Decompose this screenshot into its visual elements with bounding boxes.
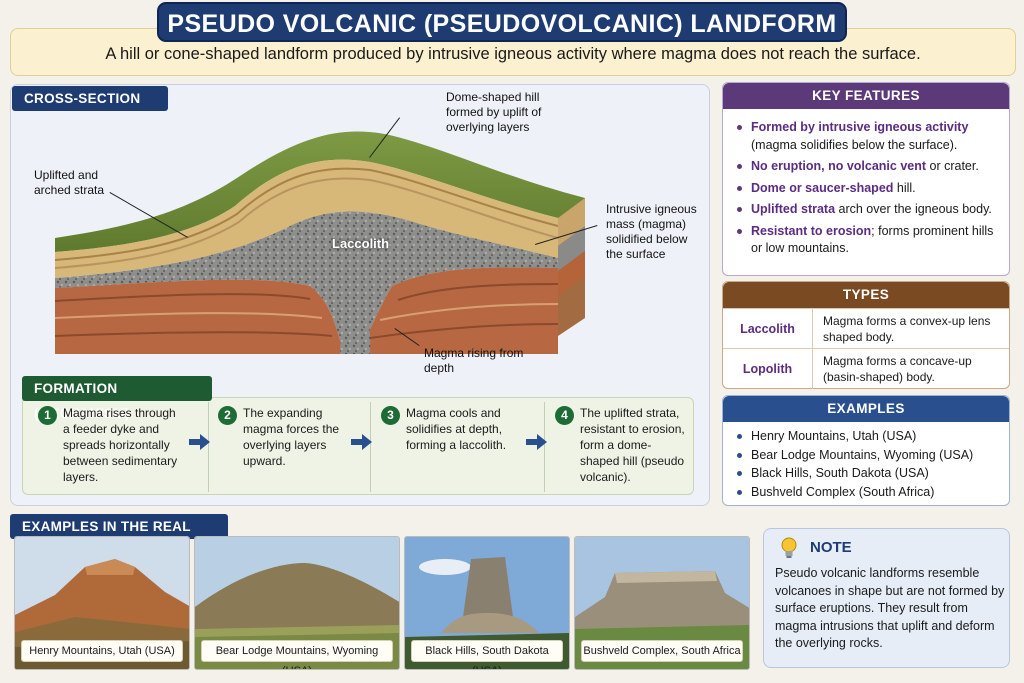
formation-heading: FORMATION (MECHANISM) [22,376,212,421]
cross-section-diagram [54,131,585,354]
table-row: Laccolith Magma forms a convex-up lens s… [723,308,1009,349]
formation-step-3: 3 Magma cools and solidifies at depth, f… [381,400,531,492]
step-divider [370,402,371,492]
list-item: Resistant to erosion; forms prominent hi… [735,223,999,258]
step-number: 1 [38,406,57,425]
page-title: PSEUDO VOLCANIC (PSEUDOVOLCANIC) LANDFOR… [157,2,847,42]
list-item: Black Hills, South Dakota (USA) [735,464,999,483]
note-heading: NOTE [810,539,852,556]
step-number: 3 [381,406,400,425]
examples-panel: EXAMPLES Henry Mountains, Utah (USA) Bea… [722,395,1010,506]
formation-box [22,397,694,495]
feature-rest: hill. [893,180,916,195]
grass-surface [55,131,585,252]
key-features-panel: KEY FEATURES Formed by intrusive igneous… [722,82,1010,276]
intrusive-mass-label: Intrusive igneous mass (magma) solidifie… [606,202,697,261]
lightbulb-icon [781,537,797,558]
laccolith-label: Laccolith [332,236,390,251]
type-name: Lopolith [723,349,813,389]
examples-heading: EXAMPLES [723,396,1009,422]
laccolith-mass [55,211,558,354]
list-item: Uplifted strata arch over the igneous bo… [735,201,999,219]
photo-black-hills: Black Hills, South Dakota (USA) [404,536,570,670]
list-item: Dome or saucer-shaped hill. [735,180,999,198]
table-row: Lopolith Magma forms a concave-up (basin… [723,348,1009,389]
feeder-dyke [340,294,371,354]
feature-bold: Resistant to erosion [751,223,872,238]
feature-rest: arch over the igneous body. [835,202,992,216]
types-heading: TYPES [723,282,1009,308]
feature-bold: Formed by intrusive igneous activity [751,120,969,134]
step-text: Magma cools and solidifies at depth, for… [406,406,507,452]
type-name: Laccolith [723,309,813,349]
type-description: Magma forms a convex-up lens shaped body… [823,314,991,344]
photo-caption: Bushveld Complex, South Africa [581,640,743,662]
feature-bold: Uplifted strata [751,202,836,216]
list-item: Henry Mountains, Utah (USA) [735,427,999,446]
step-text: The uplifted strata, resistant to erosio… [580,406,685,484]
photo-caption: Black Hills, South Dakota (USA) [411,640,563,669]
feature-bold: No eruption, no volcanic vent [751,159,927,173]
photo-bear-lodge: Bear Lodge Mountains, Wyoming (USA) [194,536,400,670]
strata-label: Uplifted and arched strata [34,168,105,197]
cross-section-heading: CROSS-SECTION [12,86,168,111]
key-features-list: Formed by intrusive igneous activity (ma… [723,109,1009,258]
step-divider [208,402,209,492]
feature-bold: Dome or saucer-shaped [751,180,894,195]
feature-rest: ; forms prominent hills or low mountains… [751,223,994,256]
feature-rest: or crater. [926,159,979,173]
arrow-right-icon [351,434,372,450]
photo-caption: Henry Mountains, Utah (USA) [21,640,183,662]
step-number: 2 [218,406,237,425]
step-text: The expanding magma forces the overlying… [243,406,340,468]
step-number: 4 [555,406,574,425]
arrow-right-icon [526,434,547,450]
type-description: Magma forms a concave-up (basin-shaped) … [823,354,972,384]
photo-caption: Bear Lodge Mountains, Wyoming (USA) [201,640,393,669]
list-item: Bear Lodge Mountains, Wyoming (USA) [735,446,999,465]
list-item: Bushveld Complex (South Africa) [735,483,999,502]
photo-bushveld: Bushveld Complex, South Africa [574,536,750,670]
list-item: No eruption, no volcanic vent or crater. [735,158,999,176]
step-text: Magma rises through a feeder dyke and sp… [63,406,178,484]
note-box: NOTE Pseudo volcanic landforms resemble … [763,528,1010,668]
formation-step-2: 2 The expanding magma forces the overlyi… [218,400,368,492]
formation-step-1: 1 Magma rises through a feeder dyke and … [38,400,188,492]
examples-list: Henry Mountains, Utah (USA) Bear Lodge M… [723,422,1009,501]
types-panel: TYPES Laccolith Magma forms a convex-up … [722,281,1010,389]
step-divider [544,402,545,492]
magma-rising-label: Magma rising from depth [424,346,524,375]
list-item: Formed by intrusive igneous activity (ma… [735,119,999,154]
photo-henry-mountains: Henry Mountains, Utah (USA) [14,536,190,670]
key-features-heading: KEY FEATURES [723,83,1009,109]
dome-label: Dome-shaped hill formed by uplift of ove… [446,90,542,134]
formation-step-4: 4 The uplifted strata, resistant to eros… [555,400,690,492]
arrow-right-icon [189,434,210,450]
subtitle-text: A hill or cone-shaped landform produced … [105,45,921,63]
note-text: Pseudo volcanic landforms resemble volca… [775,566,1005,650]
feature-rest: (magma solidifies below the surface). [751,137,958,152]
